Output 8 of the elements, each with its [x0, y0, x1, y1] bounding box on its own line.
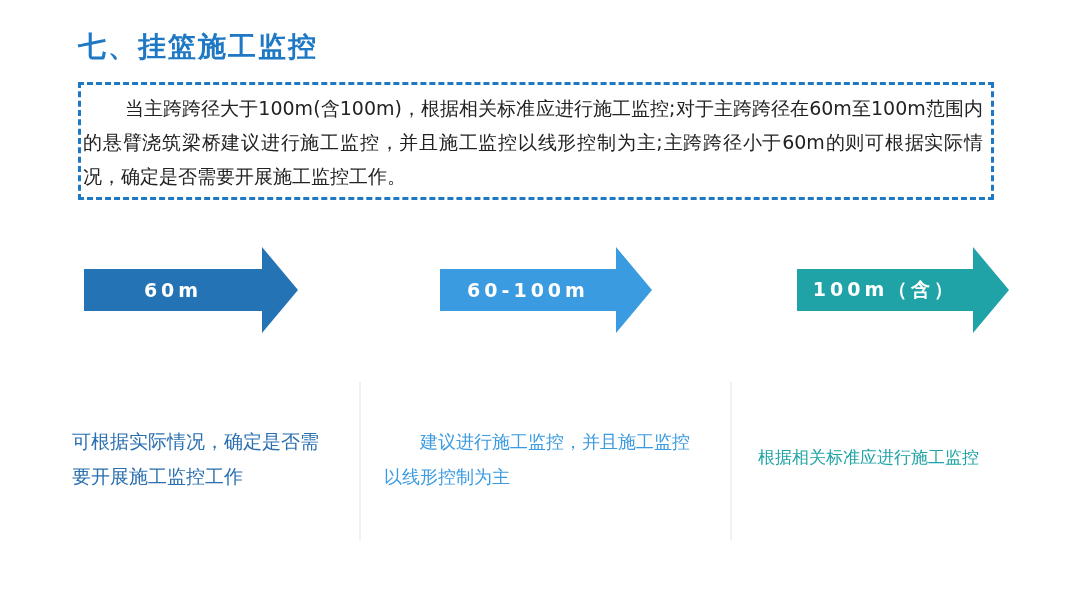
arrow-shape: 60-100m [440, 247, 652, 333]
description-text: 建议进行施工监控，并且施工监控以线形控制为主 [384, 430, 691, 489]
arrow-shape: 100m（含） [797, 247, 1009, 333]
description-text: 可根据实际情况，确定是否需要开展施工监控工作 [72, 429, 320, 489]
arrow-shape: 60m [84, 247, 298, 333]
text-box: 当主跨跨径大于100m(含100m)，根据相关标准应进行施工监控;对于主跨跨径在60m至100m范围内的悬臂浇筑梁桥建议进行施工监控，并且施工监控以线形控制为主;主跨跨径小于60m的则可根据实际情况，确定是否需要开展施工监控工作。 [78, 82, 994, 200]
title: 七、挂篮施工监控 [78, 29, 318, 65]
description-text: 根据相关标准应进行施工监控 [758, 446, 980, 469]
